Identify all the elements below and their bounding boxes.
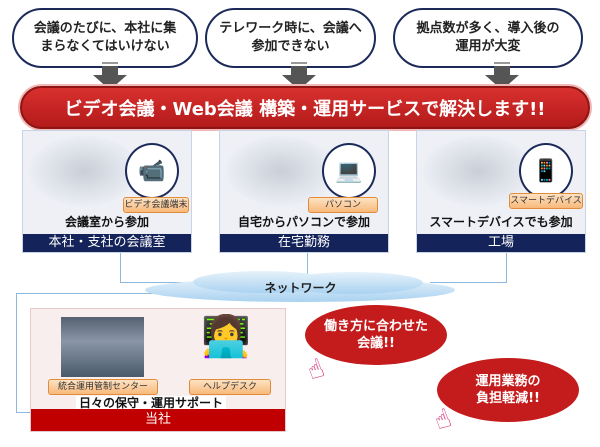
card-location: 工場 bbox=[417, 234, 585, 252]
connector-line bbox=[16, 412, 31, 413]
down-arrow-icon bbox=[282, 62, 316, 90]
problem-bubble-1: 会議のたびに、本社に集 まらなくてはいけない bbox=[12, 8, 198, 68]
device-tag: ビデオ会議端末 bbox=[123, 197, 189, 213]
card-location: 在宅勤務 bbox=[220, 234, 388, 252]
connector-line bbox=[16, 293, 17, 413]
card-caption: 自宅からパソコンで参加 bbox=[237, 215, 370, 229]
connector-line bbox=[506, 253, 507, 283]
meeting-room-photo bbox=[29, 136, 139, 206]
card-telework: 💻 パソコン 自宅からパソコンで参加 在宅勤務 bbox=[219, 130, 389, 253]
helpdesk-tag: ヘルプデスク bbox=[189, 379, 271, 395]
problem-bubble-2: テレワーク時に、会議へ 参加できない bbox=[205, 8, 376, 68]
card-meeting-room: 📹 ビデオ会議端末 会議室から参加 本社・支社の会議室 bbox=[22, 130, 192, 253]
pointing-hand-icon: ☝ bbox=[303, 353, 329, 387]
smart-device-icon: 📱 bbox=[519, 143, 573, 199]
company-label: 当社 bbox=[31, 409, 285, 431]
benefit-bubble-1: 働き方に合わせた 会議!! bbox=[305, 305, 447, 365]
connector-line bbox=[16, 293, 156, 294]
network-cloud-icon bbox=[145, 271, 455, 302]
video-conference-terminal-icon: 📹 bbox=[125, 143, 179, 199]
telework-photo bbox=[226, 136, 336, 206]
benefit-bubble-2: 運用業務の 負担軽減!! bbox=[437, 358, 579, 422]
card-caption: 会議室から参加 bbox=[64, 215, 149, 229]
laptop-icon: 💻 bbox=[322, 143, 376, 199]
problem-bubble-3: 拠点数が多く、導入後の 運用が大変 bbox=[393, 8, 583, 68]
connector-line bbox=[120, 253, 121, 283]
connector-line bbox=[430, 282, 507, 283]
helpdesk-operator-icon: 👩‍💻 bbox=[201, 314, 251, 360]
card-factory: 📱 スマートデバイス スマートデバイスでも参加 工場 bbox=[416, 130, 586, 253]
company-box: 👩‍💻 統合運用管制センター ヘルプデスク 日々の保守・運用サポート 当社 bbox=[30, 308, 286, 432]
down-arrow-icon bbox=[93, 62, 127, 90]
down-arrow-icon bbox=[485, 62, 519, 90]
card-location: 本社・支社の会議室 bbox=[23, 234, 191, 252]
device-tag: パソコン bbox=[308, 197, 378, 213]
support-caption: 日々の保守・運用サポート bbox=[76, 396, 226, 410]
connector-line bbox=[307, 253, 308, 277]
control-center-photo bbox=[61, 317, 144, 377]
connector-line bbox=[120, 282, 190, 283]
control-center-tag: 統合運用管制センター bbox=[48, 379, 158, 395]
card-caption: スマートデバイスでも参加 bbox=[429, 215, 573, 229]
solution-banner: ビデオ会議・Web会議 構築・運用サービスで解決します!! bbox=[20, 86, 590, 129]
device-tag: スマートデバイス bbox=[509, 193, 583, 209]
network-label: ネットワーク bbox=[264, 281, 337, 295]
